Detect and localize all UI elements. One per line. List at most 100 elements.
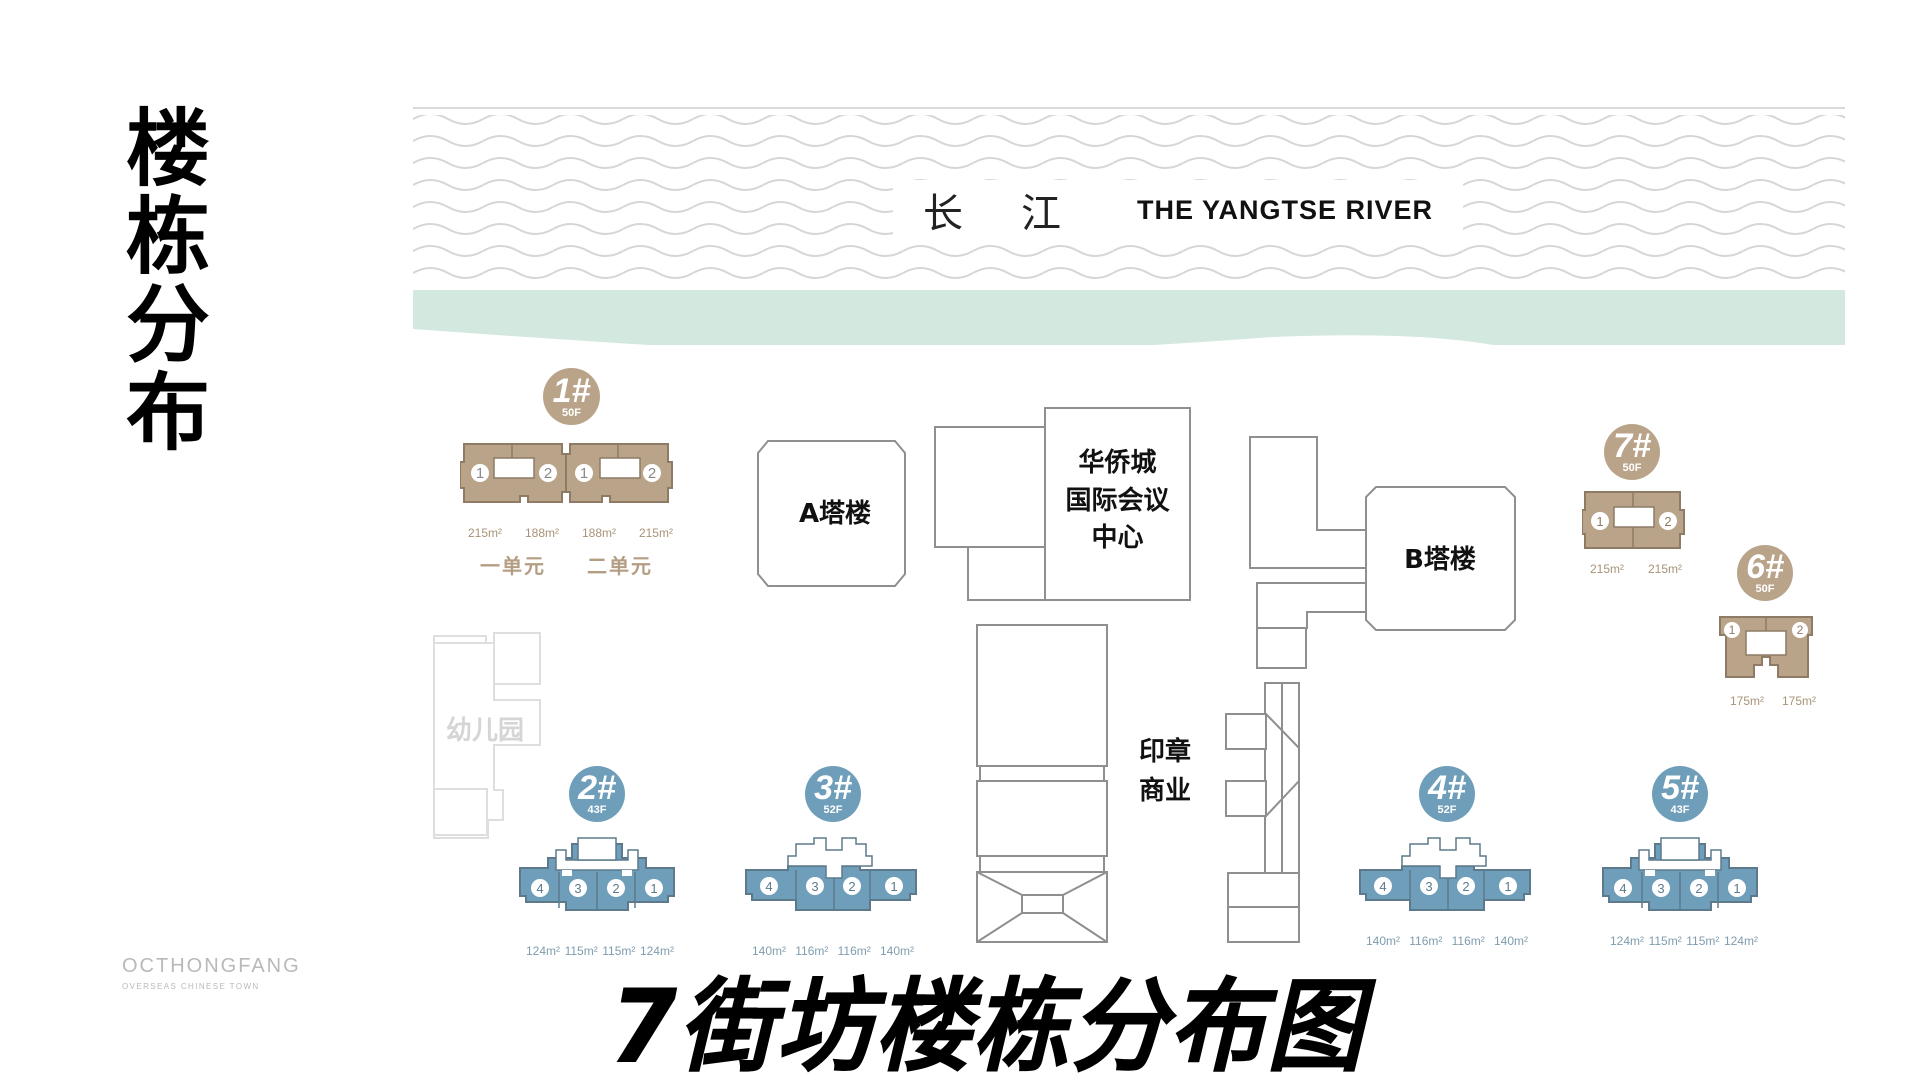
side-title-char: 栋 bbox=[125, 188, 210, 286]
svg-text:4: 4 bbox=[1379, 879, 1386, 894]
area-value: 188m² bbox=[524, 526, 559, 540]
area-value: 116m² bbox=[795, 944, 829, 958]
svg-text:3: 3 bbox=[574, 881, 581, 896]
floor-count: 50F bbox=[562, 406, 581, 419]
building-4-floorplan: 4 3 2 1 bbox=[1359, 837, 1531, 911]
kindergarten-outline bbox=[433, 632, 541, 839]
tower-a-label: A塔楼 bbox=[798, 499, 872, 529]
river-name-en: THE YANGTSE RIVER bbox=[1136, 194, 1434, 225]
building-4-badge[interactable]: 4# 52F bbox=[1419, 766, 1475, 822]
building-4-areas: 140m² 116m² 116m² 140m² bbox=[1366, 934, 1528, 948]
svg-text:3: 3 bbox=[1657, 881, 1664, 896]
svg-text:1: 1 bbox=[476, 465, 484, 482]
logo-main: OCTHONGFANG bbox=[122, 955, 301, 977]
svg-text:2: 2 bbox=[612, 881, 619, 896]
floor-count: 52F bbox=[1437, 804, 1457, 816]
svg-text:2: 2 bbox=[648, 465, 656, 482]
svg-text:2: 2 bbox=[544, 465, 552, 482]
building-number: 2# bbox=[578, 769, 616, 807]
building-6-areas: 175m² 175m² bbox=[1730, 694, 1816, 708]
area-value: 175m² bbox=[1781, 694, 1816, 708]
building-6-badge[interactable]: 6# 50F bbox=[1737, 545, 1793, 601]
convention-line: 华侨城 bbox=[1078, 448, 1157, 478]
svg-text:3: 3 bbox=[1425, 879, 1432, 894]
area-value: 140m² bbox=[1493, 934, 1528, 948]
area-value: 215m² bbox=[1647, 562, 1682, 576]
building-number: 4# bbox=[1428, 769, 1466, 807]
building-number: 5# bbox=[1661, 769, 1699, 807]
svg-text:1: 1 bbox=[580, 465, 588, 482]
area-value: 115m² bbox=[602, 944, 636, 958]
oct-logo: OCTHONGFANG OVERSEAS CHINESE TOWN bbox=[122, 955, 301, 991]
yangtze-river: 长江 THE YANGTSE RIVER bbox=[413, 105, 1845, 374]
building-5-areas: 124m² 115m² 115m² 124m² bbox=[1610, 934, 1758, 948]
side-title-char: 布 bbox=[125, 364, 210, 462]
svg-text:2: 2 bbox=[1797, 623, 1804, 637]
area-value: 116m² bbox=[1451, 934, 1485, 948]
building-number: 7# bbox=[1613, 427, 1651, 465]
commercial-label: 印章 商业 bbox=[1125, 733, 1205, 811]
floor-count: 50F bbox=[1622, 462, 1642, 474]
building-1-badge[interactable]: 1# 50F bbox=[543, 368, 600, 425]
svg-text:1: 1 bbox=[1733, 881, 1740, 896]
svg-text:2: 2 bbox=[1695, 881, 1702, 896]
river-name-cn: 长江 bbox=[922, 191, 1119, 237]
building-2-badge[interactable]: 2# 43F bbox=[569, 766, 625, 822]
svg-text:2: 2 bbox=[1462, 879, 1469, 894]
area-value: 116m² bbox=[1409, 934, 1443, 948]
floor-count: 50F bbox=[1755, 583, 1775, 595]
building-7-badge[interactable]: 7# 50F bbox=[1604, 424, 1660, 480]
building-5-floorplan: 4 3 2 1 bbox=[1602, 837, 1758, 911]
svg-text:2: 2 bbox=[1664, 514, 1671, 529]
commercial-line: 印章 bbox=[1138, 737, 1191, 767]
commercial-line: 商业 bbox=[1138, 776, 1191, 806]
convention-line: 国际会议 bbox=[1065, 485, 1170, 516]
side-title: 楼 栋 分 布 bbox=[118, 105, 218, 457]
building-7-areas: 215m² 215m² bbox=[1590, 562, 1682, 576]
svg-text:2: 2 bbox=[848, 879, 855, 894]
area-value: 140m² bbox=[1366, 934, 1401, 948]
svg-text:1: 1 bbox=[650, 881, 657, 896]
river-label: 长江 THE YANGTSE RIVER bbox=[893, 180, 1463, 240]
floor-count: 43F bbox=[1670, 804, 1690, 816]
area-value: 124m² bbox=[639, 944, 674, 958]
svg-text:1: 1 bbox=[1729, 623, 1736, 637]
area-value: 124m² bbox=[1723, 934, 1758, 948]
area-value: 124m² bbox=[1610, 934, 1645, 948]
side-title-char: 分 bbox=[125, 276, 210, 374]
building-3-areas: 140m² 116m² 116m² 140m² bbox=[752, 944, 914, 958]
svg-text:3: 3 bbox=[811, 879, 818, 894]
tower-b-outline bbox=[1365, 486, 1516, 631]
area-value: 115m² bbox=[1686, 934, 1720, 948]
svg-text:4: 4 bbox=[536, 881, 543, 896]
floor-count: 43F bbox=[587, 804, 607, 816]
unit-1-label: 一单元 bbox=[480, 554, 546, 578]
area-value: 115m² bbox=[564, 944, 598, 958]
building-number: 3# bbox=[814, 769, 852, 807]
area-value: 116m² bbox=[837, 944, 871, 958]
building-1-floorplan: 1 2 1 2 bbox=[460, 443, 673, 503]
svg-text:1: 1 bbox=[1504, 879, 1511, 894]
logo-sub: OVERSEAS CHINESE TOWN bbox=[122, 982, 260, 991]
area-value: 140m² bbox=[879, 944, 914, 958]
building-5-badge[interactable]: 5# 43F bbox=[1652, 766, 1708, 822]
area-value: 215m² bbox=[468, 526, 503, 540]
tower-b-label: B塔楼 bbox=[1404, 545, 1476, 575]
floor-count: 52F bbox=[823, 804, 843, 816]
svg-text:4: 4 bbox=[765, 879, 772, 894]
building-1-areas: 215m² 188m² 188m² 215m² bbox=[468, 526, 673, 540]
building-number: 6# bbox=[1746, 548, 1784, 586]
building-3-badge[interactable]: 3# 52F bbox=[805, 766, 861, 822]
tower-a-outline bbox=[757, 440, 906, 587]
svg-text:4: 4 bbox=[1619, 881, 1626, 896]
building-number: 1# bbox=[552, 371, 591, 410]
area-value: 175m² bbox=[1730, 694, 1765, 708]
area-value: 115m² bbox=[1648, 934, 1682, 948]
area-value: 188m² bbox=[581, 526, 616, 540]
convention-center-label: 华侨城 国际会议 中心 bbox=[1045, 445, 1190, 558]
convention-line: 中心 bbox=[1091, 523, 1144, 554]
